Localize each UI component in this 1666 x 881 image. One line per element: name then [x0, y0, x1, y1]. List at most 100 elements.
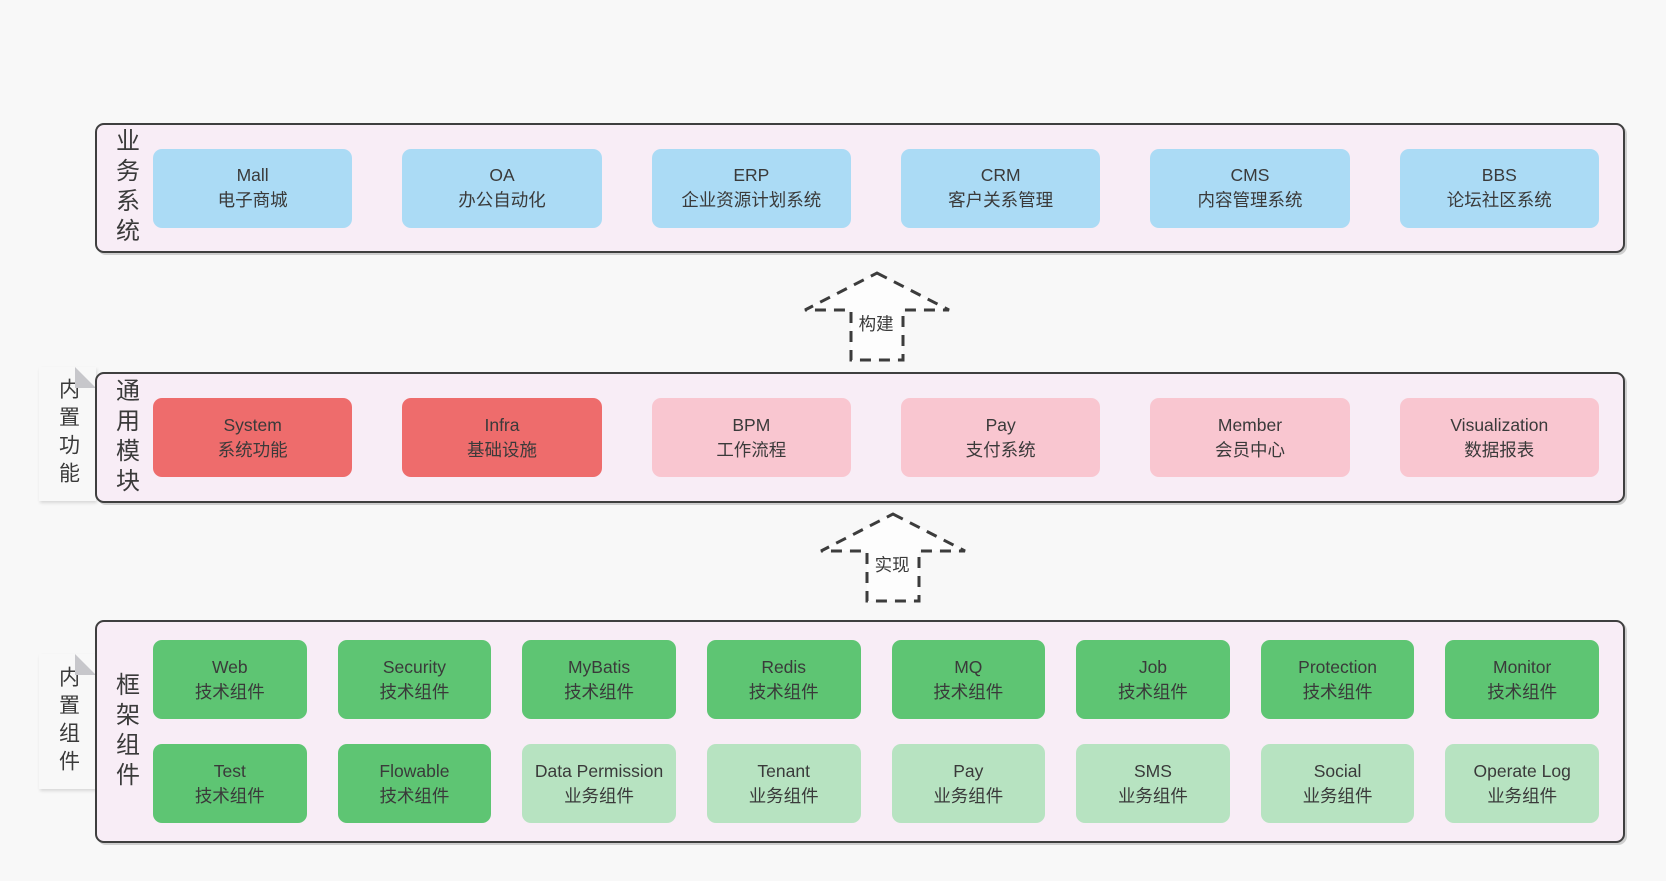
box-title: Flowable [379, 760, 450, 781]
box-title: Tenant [757, 760, 810, 781]
diagram-box-erp: ERP 企业资源计划系统 [651, 148, 851, 228]
diagram-box-system: System 系统功能 [153, 398, 353, 477]
box-subtitle: 技术组件 [1302, 681, 1373, 702]
sticky-note-built-in-features: 内置功能 [39, 367, 96, 501]
box-title: Web [211, 656, 248, 677]
diagram-box-operate-log: Operate Log 业务组件 [1445, 744, 1599, 823]
diagram-box-tenant: Tenant 业务组件 [706, 744, 861, 823]
box-subtitle: 工作流程 [716, 439, 787, 460]
folded-corner [75, 367, 96, 388]
box-title: Data Permission [534, 760, 664, 781]
box-title: CRM [980, 165, 1021, 186]
box-subtitle: 客户关系管理 [948, 190, 1054, 210]
box-title: Job [1138, 656, 1168, 677]
box-subtitle: 技术组件 [564, 681, 635, 702]
box-title: MyBatis [567, 656, 631, 677]
up-arrow-implement: 实现 [818, 511, 968, 605]
box-title: ERP [733, 165, 770, 186]
box-row: Mall 电子商城 OA 办公自动化 ERP 企业资源计划系统 CRM 客户关系管理 CMS 内容… [153, 148, 1599, 228]
box-title: Mall [236, 165, 269, 186]
diagram-box-sms: SMS 业务组件 [1076, 744, 1230, 823]
box-subtitle: 办公自动化 [458, 190, 546, 210]
diagram-box-oa: OA 办公自动化 [402, 148, 602, 228]
box-subtitle: 业务组件 [748, 785, 819, 806]
diagram-box-member: Member 会员中心 [1150, 398, 1350, 477]
box-subtitle: 支付系统 [965, 439, 1036, 460]
box-title: Member [1217, 414, 1283, 435]
arrow-label: 构建 [854, 310, 898, 337]
box-subtitle: 业务组件 [564, 785, 635, 806]
panel-label: 框架组件 [111, 671, 139, 792]
folded-corner [75, 654, 96, 675]
box-title: SMS [1133, 760, 1172, 781]
panel-label: 业务系统 [111, 128, 139, 248]
box-subtitle: 内容管理系统 [1197, 190, 1303, 210]
box-title: Redis [761, 656, 807, 677]
box-subtitle: 技术组件 [933, 681, 1004, 702]
panel-box-rows: Mall 电子商城 OA 办公自动化 ERP 企业资源计划系统 CRM 客户关系管理 CMS 内容… [153, 125, 1623, 251]
diagram-box-bbs: BBS 论坛社区系统 [1399, 148, 1599, 228]
box-subtitle: 技术组件 [748, 681, 819, 702]
box-subtitle: 技术组件 [194, 785, 265, 806]
box-subtitle: 基础设施 [466, 439, 537, 460]
diagram-box-protection: Protection 技术组件 [1260, 640, 1415, 719]
sticky-note-text: 内置组件 [56, 665, 80, 778]
box-subtitle: 论坛社区系统 [1446, 190, 1552, 210]
box-title: Test [213, 760, 246, 781]
box-subtitle: 技术组件 [194, 681, 265, 702]
box-subtitle: 业务组件 [1117, 785, 1188, 806]
diagram-box-data-permission: Data Permission 业务组件 [522, 744, 676, 823]
box-title: Monitor [1493, 656, 1552, 677]
diagram-box-web: Web 技术组件 [153, 640, 307, 719]
box-title: BBS [1481, 165, 1517, 186]
box-subtitle: 系统功能 [217, 439, 288, 460]
box-subtitle: 技术组件 [1487, 681, 1558, 702]
box-title: CMS [1230, 165, 1270, 186]
diagram-box-redis: Redis 技术组件 [706, 640, 861, 719]
diagram-box-bpm: BPM 工作流程 [651, 398, 851, 477]
box-subtitle: 电子商城 [217, 190, 288, 210]
panel-business-systems: 业务系统 Mall 电子商城 OA 办公自动化 ERP 企业资源计划系统 CRM 客户关系管理… [95, 123, 1625, 253]
box-title: OA [489, 165, 515, 186]
diagram-box-mq: MQ 技术组件 [891, 640, 1046, 719]
box-subtitle: 数据报表 [1464, 439, 1535, 460]
box-title: Visualization [1450, 414, 1549, 435]
box-subtitle: 技术组件 [379, 681, 450, 702]
sticky-note-text: 内置功能 [56, 378, 80, 490]
box-title: Security [382, 656, 447, 677]
box-subtitle: 业务组件 [1302, 785, 1373, 806]
diagram-box-test: Test 技术组件 [153, 744, 307, 823]
diagram-box-security: Security 技术组件 [337, 640, 492, 719]
box-title: Protection [1298, 656, 1377, 677]
diagram-box-cms: CMS 内容管理系统 [1150, 148, 1350, 228]
diagram-box-visualization: Visualization 数据报表 [1399, 398, 1599, 477]
box-subtitle: 技术组件 [379, 785, 450, 806]
box-title: Social [1313, 760, 1362, 781]
box-subtitle: 企业资源计划系统 [681, 190, 822, 210]
panel-label: 通用模块 [111, 377, 139, 498]
box-title: System [223, 414, 282, 435]
box-title: MQ [954, 656, 983, 677]
box-subtitle: 会员中心 [1214, 439, 1285, 460]
box-title: Operate Log [1473, 760, 1571, 781]
box-title: Infra [484, 414, 520, 435]
diagram-box-mybatis: MyBatis 技术组件 [522, 640, 676, 719]
box-subtitle: 业务组件 [1487, 785, 1558, 806]
diagram-box-flowable: Flowable 技术组件 [337, 744, 492, 823]
box-title: BPM [732, 414, 771, 435]
sticky-note-built-in-components: 内置组件 [39, 654, 96, 789]
box-subtitle: 业务组件 [933, 785, 1004, 806]
arrow-label: 实现 [870, 551, 914, 578]
diagram-box-crm: CRM 客户关系管理 [900, 148, 1101, 228]
